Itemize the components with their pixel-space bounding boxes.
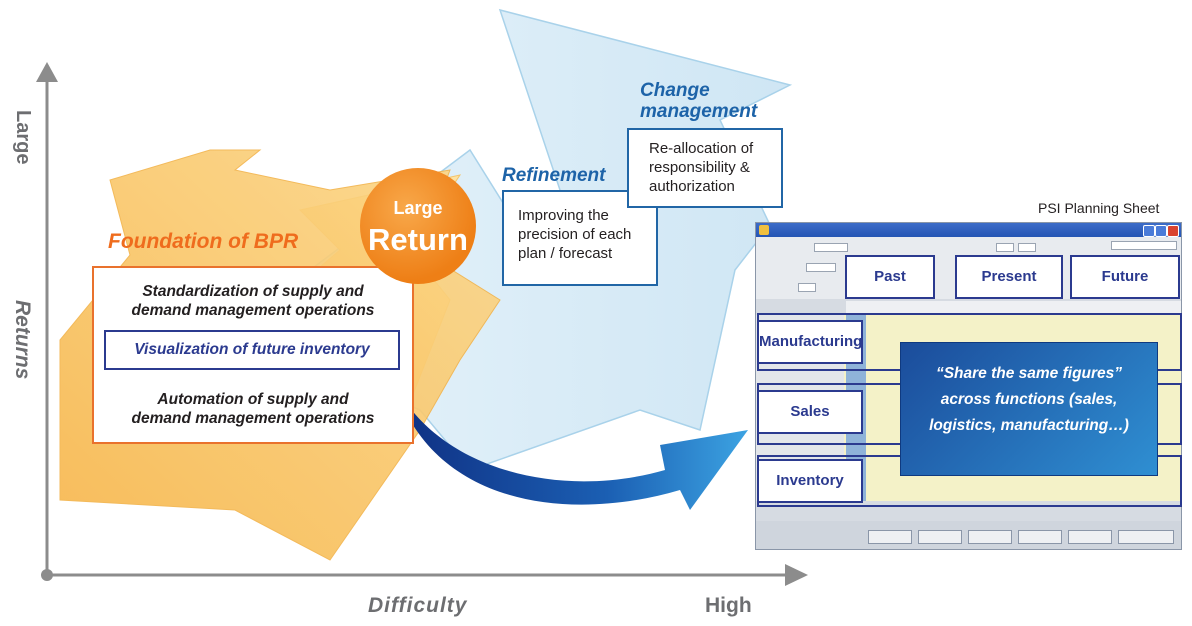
x-axis-arrowhead: [785, 564, 808, 586]
foundation-title: Foundation of BPR: [108, 230, 299, 253]
maximize-icon: [1155, 225, 1167, 237]
callout-line-1: “Share the same figures”: [935, 365, 1123, 382]
foundation-highlight-box: Visualization of future inventory: [104, 330, 400, 370]
sheet-button-1: [868, 530, 912, 544]
large-return-badge: Large Return: [360, 168, 476, 284]
share-figures-callout: “Share the same figures” across function…: [900, 342, 1158, 476]
psi-caption: PSI Planning Sheet: [1038, 200, 1160, 216]
column-label-future: Future: [1070, 255, 1180, 299]
sheet-date-header: [846, 301, 1181, 315]
sheet-input-2: [806, 263, 836, 272]
y-axis-arrowhead: [36, 62, 58, 82]
change-box: Re-allocation of responsibility & author…: [627, 128, 783, 208]
column-label-present: Present: [955, 255, 1063, 299]
sheet-button-2: [918, 530, 962, 544]
change-title-b: management: [640, 101, 758, 122]
row-label-inventory: Inventory: [757, 459, 863, 503]
foundation-item-3b: demand management operations: [131, 410, 375, 427]
foundation-item-1a: Standardization of supply and: [142, 283, 364, 300]
sheet-input-5: [1111, 241, 1177, 250]
sheet-button-5: [1068, 530, 1112, 544]
app-icon: [759, 225, 769, 235]
change-line-1: Re-allocation of: [649, 140, 754, 157]
foundation-item-3a: Automation of supply and: [157, 391, 349, 408]
foundation-item-1b: demand management operations: [131, 302, 375, 319]
callout-line-3: logistics, manufacturing…): [929, 417, 1129, 434]
sheet-button-4: [1018, 530, 1062, 544]
change-line-2: responsibility &: [649, 159, 750, 176]
sheet-button-6: [1118, 530, 1174, 544]
x-axis-end-label: High: [705, 594, 752, 617]
axis-origin: [41, 569, 53, 581]
foundation-box: Standardization of supply and demand man…: [92, 266, 414, 444]
y-axis-label: Returns: [11, 300, 34, 380]
close-icon: [1167, 225, 1179, 237]
refinement-line-1: Improving the: [518, 207, 609, 224]
sheet-input-6: [798, 283, 816, 292]
sheet-input-1: [814, 243, 848, 252]
y-axis-top-label: Large: [12, 110, 34, 165]
x-axis-label: Difficulty: [368, 594, 468, 617]
refinement-line-2: precision of each: [518, 226, 632, 243]
refinement-box: Improving the precision of each plan / f…: [502, 190, 658, 286]
callout-line-2: across functions (sales,: [940, 391, 1118, 408]
change-title-a: Change: [640, 80, 710, 101]
column-label-past: Past: [845, 255, 935, 299]
badge-line-2: Return: [368, 222, 468, 257]
refinement-title: Refinement: [502, 165, 606, 186]
sheet-button-3: [968, 530, 1012, 544]
sweep-arrow: [395, 385, 748, 510]
foundation-highlight-text: Visualization of future inventory: [134, 341, 370, 358]
row-label-sales: Sales: [757, 390, 863, 434]
sheet-titlebar: [756, 223, 1181, 237]
change-line-3: authorization: [649, 178, 735, 195]
change-title: Change management: [640, 80, 757, 122]
badge-line-1: Large: [393, 198, 443, 218]
sheet-input-4: [1018, 243, 1036, 252]
row-label-manufacturing: Manufacturing: [757, 320, 863, 364]
sheet-input-3: [996, 243, 1014, 252]
refinement-line-3: plan / forecast: [518, 245, 613, 262]
minimize-icon: [1143, 225, 1155, 237]
